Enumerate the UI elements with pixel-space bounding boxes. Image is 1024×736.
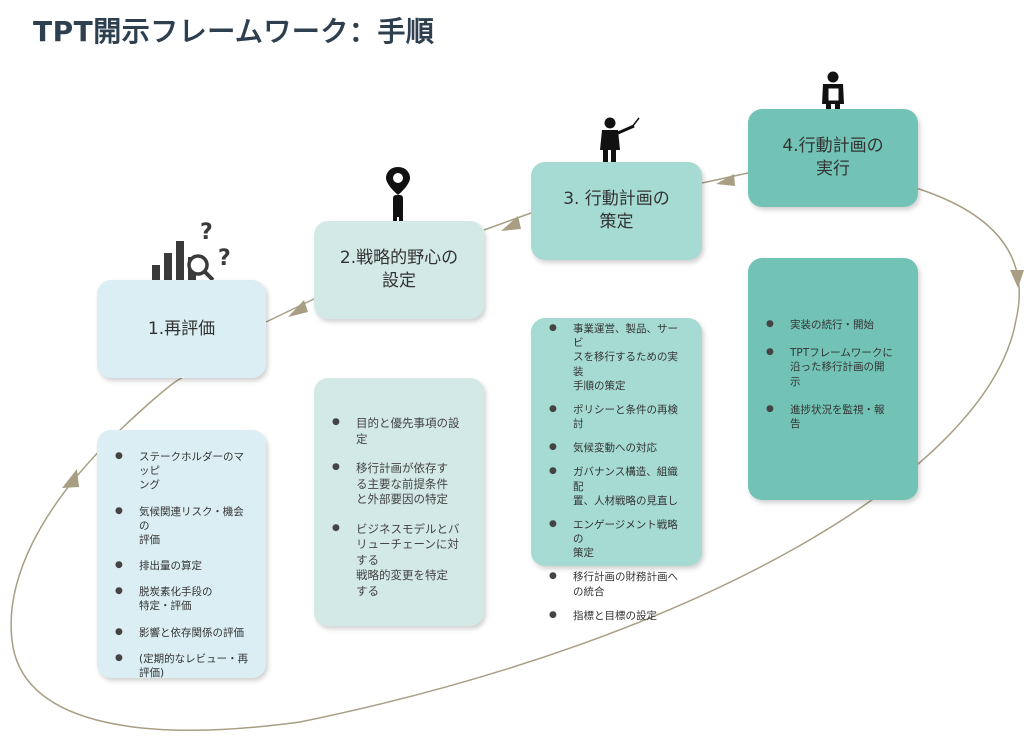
loop-arrowhead-left (62, 469, 79, 488)
connector-2-3 (483, 212, 532, 231)
list-item: 進捗状況を監視・報 告 (762, 403, 904, 431)
list-item: ステークホルダーのマッピ ング (111, 450, 252, 493)
svg-text:?: ? (200, 220, 213, 245)
list-item: 気候変動への対応 (545, 441, 688, 455)
list-item: 影響と依存関係の評価 (111, 626, 252, 640)
arrowhead-2-3 (501, 216, 521, 231)
step-4-box: 4.行動計画の 実行 (748, 109, 918, 207)
arrowhead-1-2 (288, 300, 308, 317)
list-item: TPTフレームワークに 沿った移行計画の開 示 (762, 346, 904, 389)
person-presenting-icon (600, 117, 640, 173)
svg-text:?: ? (218, 246, 231, 271)
step-4-label: 4.行動計画の 実行 (782, 136, 884, 179)
page-title: TPT開示フレームワーク：手順 (33, 15, 435, 48)
list-item: 実装の続行・開始 (762, 318, 904, 332)
step-3-label: 3. 行動計画の 策定 (563, 189, 670, 232)
step-2-box: 2.戦略的野心の 設定 (314, 221, 484, 319)
list-item: 気候関連リスク・機会の 評価 (111, 505, 252, 548)
list-item: 排出量の算定 (111, 559, 252, 573)
list-item: 移行計画の財務計画へ の統合 (545, 570, 688, 598)
arrowhead-3-4 (716, 174, 735, 186)
step-2-details: 目的と優先事項の設 定 移行計画が依存す る主要な前提条件 と外部要因の特定 ビ… (314, 378, 484, 626)
list-item: ガバナンス構造、組織配 置、人材戦略の見直し (545, 465, 688, 508)
list-item: ポリシーと条件の再検討 (545, 403, 688, 431)
cycle-loop (10, 187, 1020, 731)
step-1-label: 1.再評価 (147, 318, 216, 339)
list-item: 指標と目標の設定 (545, 609, 688, 623)
step-3-details: 事業運営、製品、サービ スを移行するための実装 手順の策定 ポリシーと条件の再検… (531, 318, 702, 622)
connector-3-4 (701, 172, 749, 184)
connector-1-2 (265, 297, 317, 323)
list-item: (定期的なレビュー・再 評価) (111, 652, 252, 680)
list-item: 脱炭素化手段の 特定・評価 (111, 585, 252, 613)
step-1-details: ステークホルダーのマッピ ング 気候関連リスク・機会の 評価 排出量の算定 脱炭… (97, 430, 266, 680)
step-2-label: 2.戦略的野心の 設定 (339, 248, 459, 291)
chart-magnifier-question-icon: ? ? (152, 220, 231, 293)
loop-arrowhead-right (1010, 270, 1024, 288)
step-1-box: 1.再評価 (97, 280, 266, 378)
list-item: 事業運営、製品、サービ スを移行するための実装 手順の策定 (545, 322, 688, 393)
list-item: 目的と優先事項の設 定 (328, 416, 470, 447)
step-4-details: 実装の続行・開始 TPTフレームワークに 沿った移行計画の開 示 進捗状況を監視… (748, 258, 918, 500)
step-3-box: 3. 行動計画の 策定 (531, 162, 702, 260)
list-item: ビジネスモデルとバ リューチェーンに対する 戦略的変更を特定 する (328, 522, 470, 600)
list-item: 移行計画が依存す る主要な前提条件 と外部要因の特定 (328, 461, 470, 508)
list-item: エンゲージメント戦略の 策定 (545, 518, 688, 561)
